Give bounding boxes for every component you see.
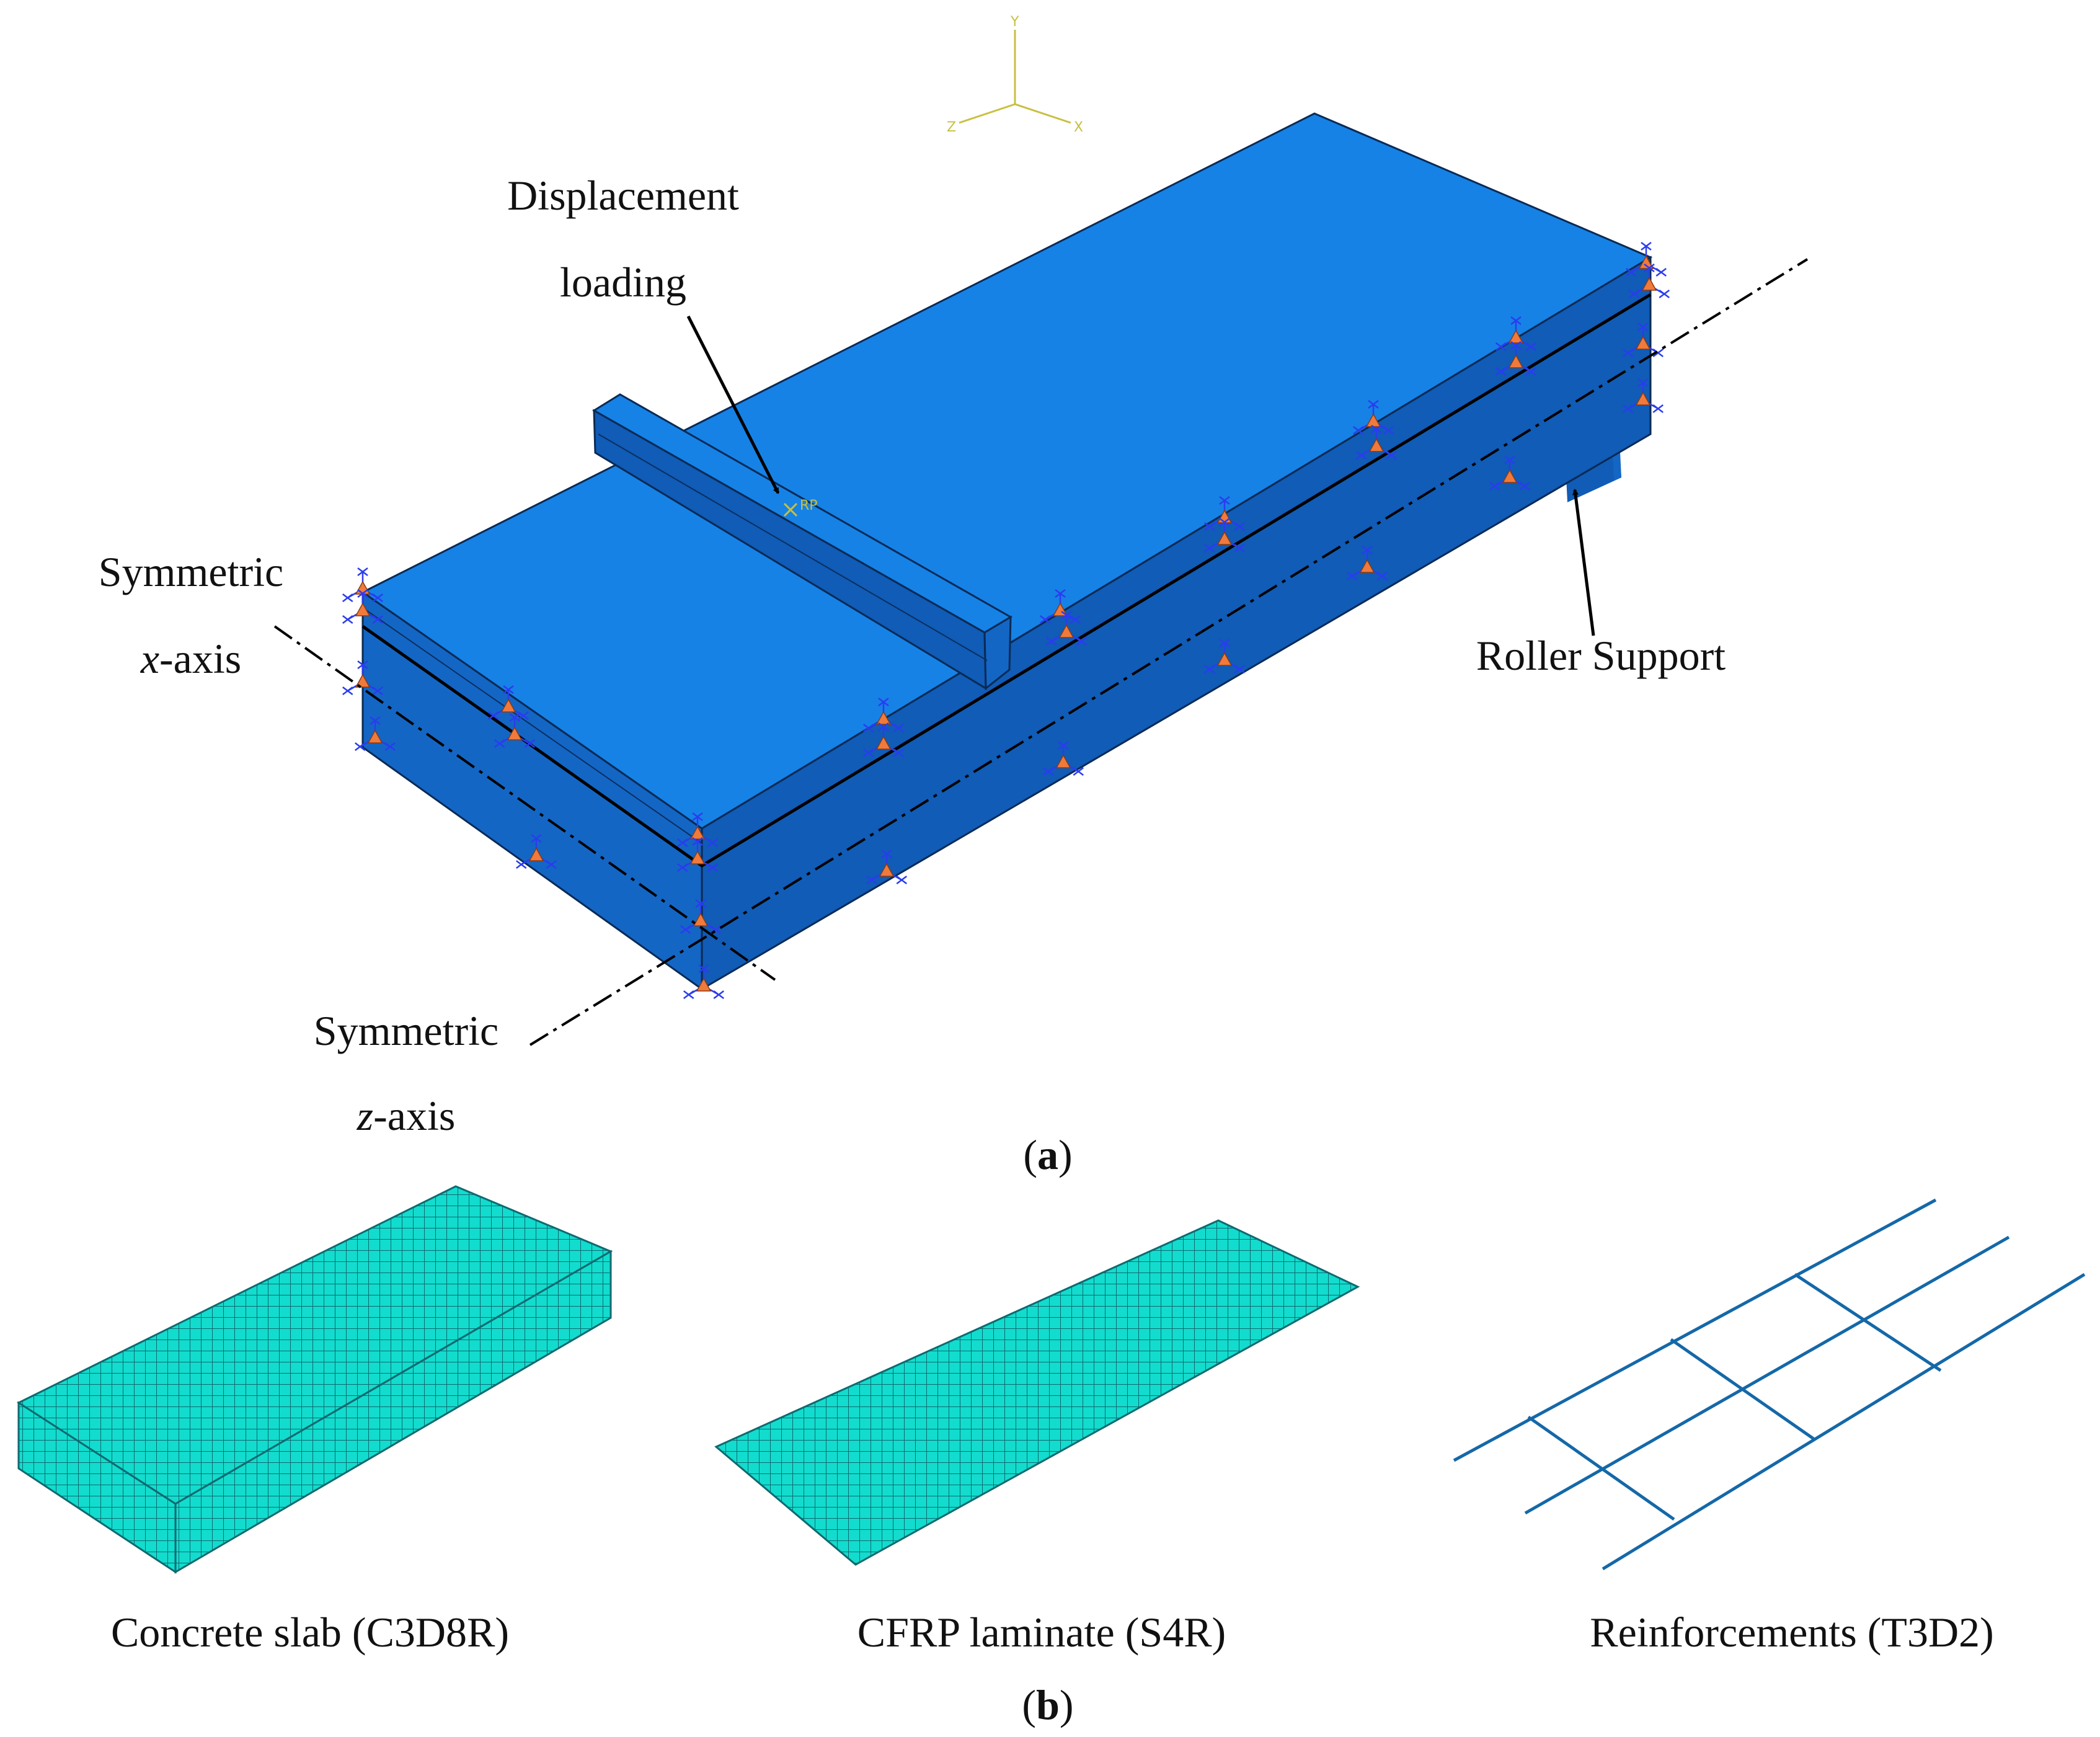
- reinforcements-label: Reinforcements (T3D2): [1590, 1609, 1993, 1656]
- boundary-condition-icon: [1623, 322, 1664, 357]
- panel-b-open: (: [1022, 1681, 1036, 1728]
- boundary-condition-icon: [1204, 518, 1245, 553]
- concrete-slab-label: Concrete slab (C3D8R): [111, 1609, 509, 1656]
- boundary-condition-icon: [1043, 741, 1084, 776]
- triad-z-label: Z: [947, 120, 956, 135]
- boundary-condition-icon: [1356, 425, 1397, 460]
- panel-a-model: Y Z X RP: [99, 14, 1809, 1178]
- concrete-slab-mesh-side: [174, 1250, 612, 1574]
- panel-b-components: Concrete slab (C3D8R) CFRP laminate (S4R…: [16, 1185, 2086, 1728]
- panel-a-letter: a: [1037, 1131, 1058, 1178]
- rebar-transverse-1: [1527, 1415, 1675, 1521]
- boundary-condition-icon: [1495, 341, 1536, 376]
- boundary-condition-icon: [1623, 378, 1664, 413]
- symmetric-x-label-line2: x-axis: [140, 635, 241, 682]
- symmetric-z-label-line2: z-axis: [357, 1092, 456, 1139]
- boundary-condition-icon: [1626, 242, 1667, 277]
- symmetric-x-axis-line: [273, 625, 776, 981]
- boundary-condition-icon: [516, 834, 557, 869]
- boundary-condition-icon: [342, 660, 383, 695]
- boundary-condition-icon: [677, 837, 718, 872]
- rebar-transverse-3: [1794, 1273, 1942, 1372]
- boundary-condition-icon: [680, 899, 721, 934]
- boundary-condition-icon: [355, 716, 396, 751]
- rebar-longitudinal-1: [1453, 1198, 1937, 1462]
- boundary-condition-symbols: [342, 242, 1670, 999]
- loading-beam: [592, 393, 1012, 691]
- panel-a-caption: (a): [1023, 1131, 1072, 1178]
- symmetric-x-rest: -axis: [159, 635, 241, 682]
- boundary-condition-icon: [494, 713, 535, 748]
- cfrp-laminate-mesh: [714, 1219, 1360, 1566]
- reinforcement-bars: [1453, 1198, 2086, 1571]
- symmetric-z-axis-line: [529, 258, 1809, 1046]
- symmetric-z-rest: -axis: [373, 1092, 455, 1139]
- layer-line-top: [362, 607, 702, 844]
- boundary-condition-icon: [677, 812, 718, 847]
- roller-support-label: Roller Support: [1476, 632, 1726, 679]
- boundary-condition-icon: [1489, 456, 1530, 491]
- panel-a-close: ): [1058, 1131, 1073, 1178]
- boundary-condition-icon: [1629, 264, 1670, 298]
- symmetric-z-italic: z: [357, 1092, 373, 1139]
- slab-3d-body: [361, 112, 1653, 991]
- panel-b-close: ): [1060, 1681, 1074, 1728]
- displacement-label-line2: loading: [560, 259, 686, 306]
- boundary-condition-icon: [866, 850, 907, 884]
- rebar-longitudinal-3: [1602, 1273, 2086, 1571]
- boundary-condition-icon: [1204, 639, 1245, 673]
- triad-y-label: Y: [1010, 14, 1019, 30]
- boundary-condition-icon: [342, 589, 383, 624]
- cfrp-laminate-label: CFRP laminate (S4R): [857, 1609, 1226, 1656]
- reference-point-marker: RP: [783, 498, 818, 517]
- rebar-transverse-2: [1670, 1338, 1815, 1441]
- boundary-condition-icon: [863, 722, 904, 757]
- panel-a-open: (: [1023, 1131, 1037, 1178]
- layer-line: [361, 293, 1652, 868]
- reference-point-label: RP: [800, 498, 818, 513]
- triad-x-label: X: [1074, 120, 1083, 135]
- symmetric-x-italic: x: [140, 635, 159, 682]
- boundary-condition-icon: [1046, 611, 1087, 646]
- coordinate-triad-icon: Y Z X: [947, 14, 1083, 135]
- panel-b-letter: b: [1036, 1681, 1060, 1728]
- panel-b-caption: (b): [1022, 1681, 1073, 1728]
- boundary-condition-icon: [488, 685, 529, 720]
- symmetric-x-label-line1: Symmetric: [99, 548, 283, 595]
- boundary-condition-icon: [863, 698, 904, 732]
- displacement-arrow: [686, 315, 780, 494]
- roller-support-arrow: [1572, 489, 1595, 636]
- boundary-condition-icon: [683, 964, 724, 999]
- concrete-slab-mesh: [16, 1185, 613, 1574]
- boundary-condition-icon: [1495, 316, 1536, 351]
- boundary-condition-icon: [1347, 546, 1388, 580]
- symmetric-z-label-line1: Symmetric: [314, 1007, 498, 1054]
- displacement-label-line1: Displacement: [507, 172, 739, 219]
- slab-long-face: [701, 255, 1652, 991]
- rebar-longitudinal-2: [1524, 1235, 2010, 1515]
- loading-beam-end: [983, 615, 1012, 691]
